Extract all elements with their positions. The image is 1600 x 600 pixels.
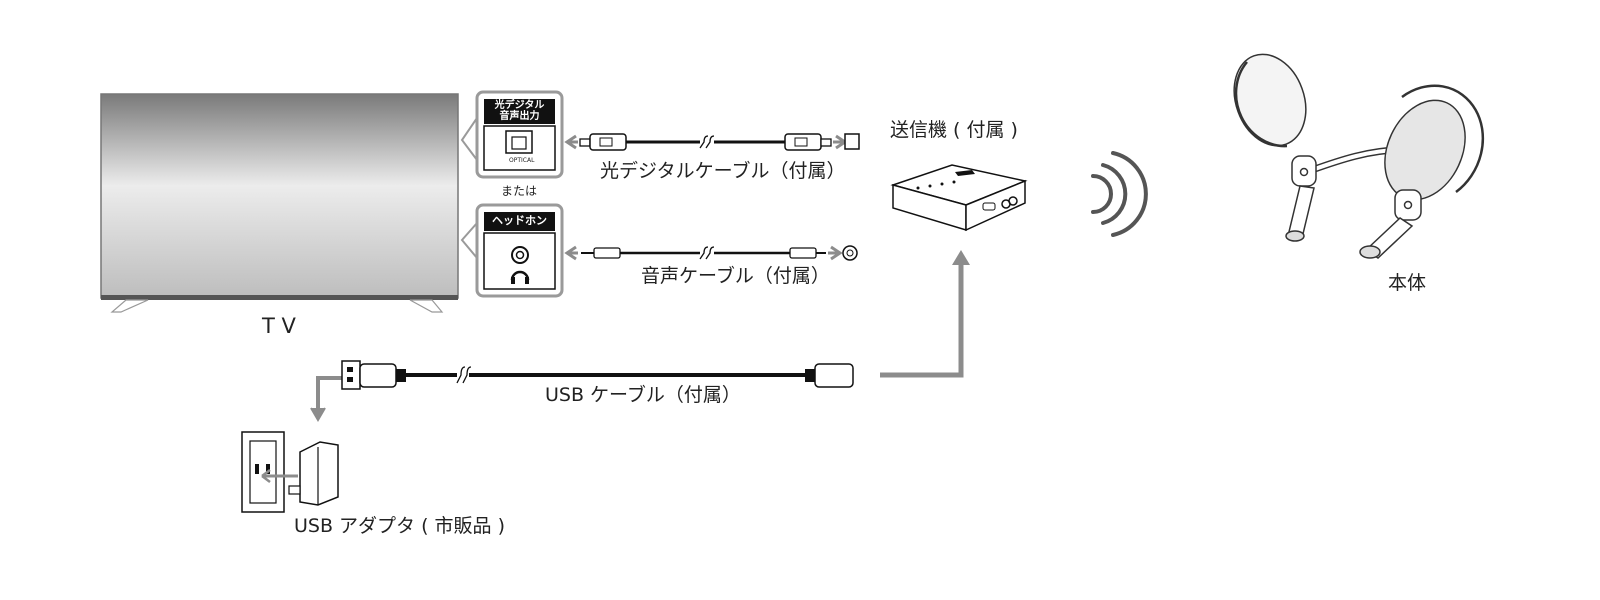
audio-cable [564,245,858,261]
headphone-jack-icon [511,246,529,264]
tv-label: T V [262,314,296,338]
optical-plug-end-icon [844,133,860,150]
transmitter-label: 送信機 ( 付属 ) [890,119,1018,141]
optical-panel-title: 光デジタル 音声出力 [484,100,555,122]
usb-cable [310,250,970,422]
adapter-label: USB アダプタ ( 市販品 ) [294,515,505,537]
optical-cable [564,133,860,151]
optical-cable-label: 光デジタルケーブル（付属） [600,160,846,182]
tv [100,93,459,313]
usb-cable-label: USB ケーブル（付属） [545,384,741,406]
headset-label: 本体 [1388,272,1427,294]
tv-stand-left [110,299,149,313]
optical-panel-title-text: 光デジタル 音声出力 [494,100,545,122]
headphone-panel-title: ヘッドホン [484,215,555,227]
usb-adapter [241,431,339,513]
wireless-signal-icon [1091,151,1148,237]
headset [1233,53,1485,259]
transmitter [890,164,1028,232]
audio-cable-label: 音声ケーブル（付属） [641,265,830,287]
optical-port-icon [505,130,533,154]
tv-stand-right [409,299,444,313]
optical-panel-sub: OPTICAL [509,157,535,164]
or-text: または [501,184,538,198]
headphone-panel [460,203,564,298]
